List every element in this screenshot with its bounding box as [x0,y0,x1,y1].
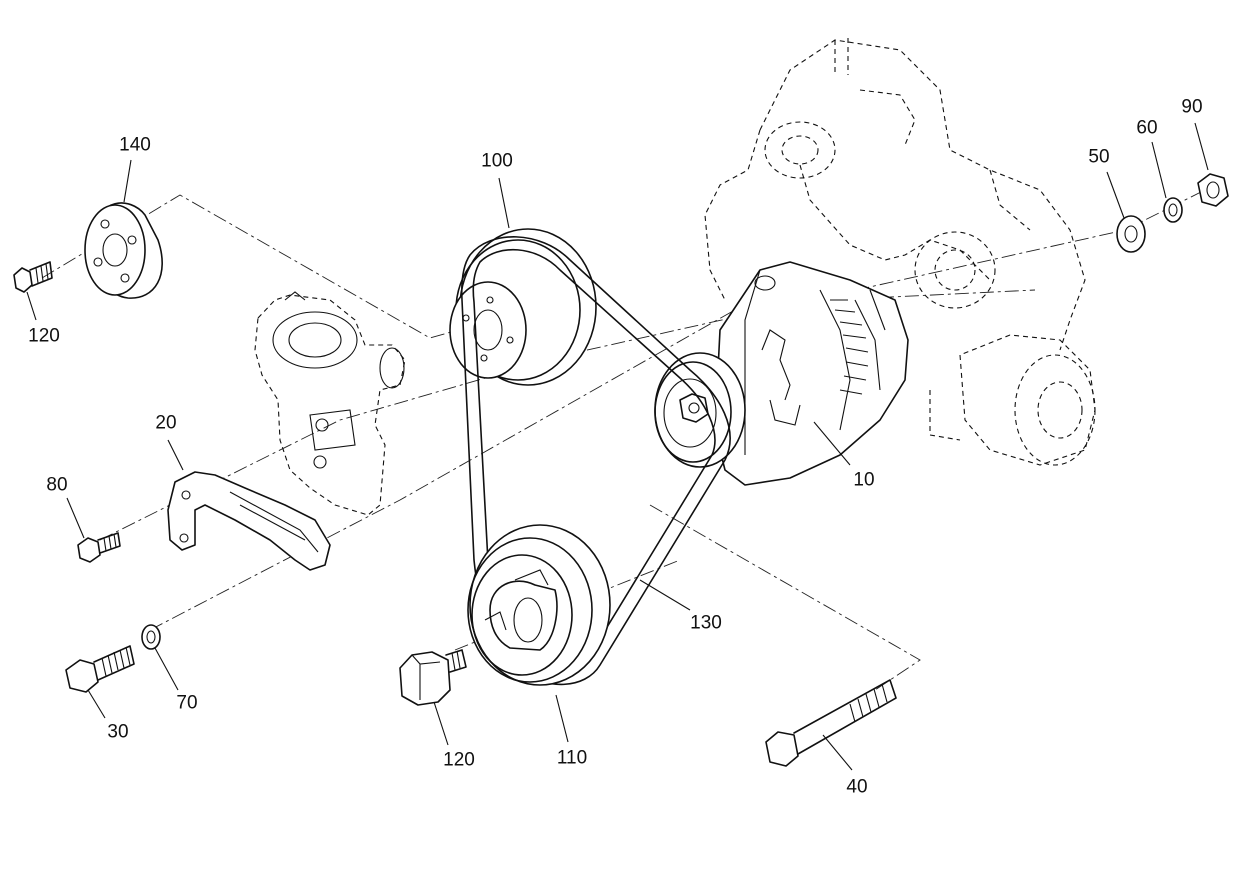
assembly-center-lines [41,184,1216,691]
callout-20: 20 [155,412,177,434]
callout-140: 140 [119,134,151,156]
lock-washer-60 [1163,197,1183,223]
spacer-140 [84,202,163,299]
callout-70: 70 [176,692,198,714]
pulley-100 [449,228,597,386]
callout-120-lower: 120 [443,749,475,771]
callout-120-upper: 120 [28,325,60,347]
bolt-80 [77,532,121,563]
callout-100: 100 [481,150,513,172]
callout-90: 90 [1181,96,1203,118]
engine-block-outline [704,38,1096,466]
bolt-30 [65,645,135,693]
bolt-120-upper [13,261,53,293]
washer-50 [1116,215,1146,253]
callout-60: 60 [1136,117,1158,139]
bolt-120-lower [399,649,467,706]
nut-90 [1197,173,1229,207]
callout-130: 130 [690,612,722,634]
callout-40: 40 [846,776,868,798]
crank-pulley-110 [467,524,611,686]
callout-110: 110 [556,747,588,769]
washer-70 [141,624,161,650]
callout-50: 50 [1088,146,1110,168]
callout-10: 10 [853,469,875,491]
callout-30: 30 [107,721,129,743]
adjusting-bracket-20 [167,471,331,571]
long-bolt-40 [765,679,897,767]
thermostat-housing [254,291,406,516]
callout-80: 80 [46,474,68,496]
alternator-10 [654,261,909,486]
leader-lines [26,122,1209,771]
